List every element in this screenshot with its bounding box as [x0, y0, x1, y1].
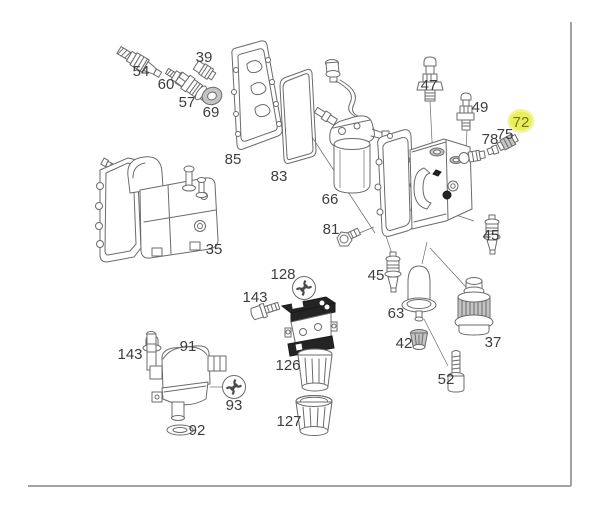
part-label-85[interactable]: 85: [225, 151, 242, 168]
part-label-92[interactable]: 92: [189, 422, 206, 439]
part-83-drawing: [279, 68, 317, 164]
part-35-drawing: [95, 156, 219, 263]
part-81-drawing: [336, 227, 361, 247]
part-85-drawing: [231, 40, 283, 150]
part-label-35[interactable]: 35: [206, 241, 223, 258]
part-66-drawing: [313, 59, 390, 194]
part-label-45-left[interactable]: 45: [368, 267, 385, 284]
main-housing-drawing: [374, 129, 486, 237]
part-label-91[interactable]: 91: [180, 338, 197, 355]
part-label-81[interactable]: 81: [323, 221, 340, 238]
part-label-127[interactable]: 127: [276, 413, 301, 430]
part-label-63[interactable]: 63: [388, 305, 405, 322]
part-label-42[interactable]: 42: [396, 335, 413, 352]
highlight-72[interactable]: [507, 109, 535, 133]
part-label-143-mid[interactable]: 143: [242, 289, 267, 306]
part-42-drawing: [409, 329, 429, 350]
part-label-66[interactable]: 66: [322, 191, 339, 208]
part-label-69[interactable]: 69: [203, 104, 220, 121]
part-label-60[interactable]: 60: [158, 76, 175, 93]
part-label-75[interactable]: 75: [497, 126, 514, 143]
part-45-right-drawing: [483, 214, 501, 255]
part-126-drawing: [280, 296, 338, 392]
part-45-left-drawing: [384, 251, 402, 293]
part-47-drawing: [416, 56, 444, 102]
part-label-83[interactable]: 83: [271, 168, 288, 185]
service-symbol-93: [222, 375, 246, 399]
part-78-drawing: [486, 144, 500, 156]
diagram-frame: [28, 22, 572, 487]
wrench-icon: [295, 279, 313, 297]
part-label-93[interactable]: 93: [226, 397, 243, 414]
part-127-drawing: [295, 395, 333, 436]
part-49-drawing: [456, 92, 475, 131]
part-143-mid-drawing: [250, 301, 281, 321]
part-75-drawing: [496, 133, 519, 152]
part-label-126[interactable]: 126: [275, 357, 300, 374]
part-91-drawing: [146, 331, 227, 421]
part-label-143-left[interactable]: 143: [117, 346, 142, 363]
part-label-45-right[interactable]: 45: [483, 227, 500, 244]
service-symbol-128: [292, 276, 316, 300]
wrench-icon: [225, 378, 243, 396]
part-label-49[interactable]: 49: [472, 99, 489, 116]
part-54-drawing: [116, 46, 163, 78]
part-37-drawing: [454, 277, 494, 336]
part-label-52[interactable]: 52: [438, 371, 455, 388]
part-52-drawing: [447, 350, 465, 393]
part-92-drawing: [166, 424, 194, 436]
part-63-drawing: [401, 265, 437, 322]
part-label-72[interactable]: 72: [513, 114, 530, 131]
part-label-128[interactable]: 128: [270, 266, 295, 283]
part-69-drawing: [201, 86, 223, 106]
part-label-47[interactable]: 47: [421, 77, 438, 94]
part-label-39[interactable]: 39: [196, 49, 213, 66]
part-label-37[interactable]: 37: [485, 334, 502, 351]
part-label-57[interactable]: 57: [179, 94, 196, 111]
part-label-54[interactable]: 54: [133, 63, 150, 80]
highlight-ellipse: [510, 111, 532, 131]
part-label-78[interactable]: 78: [482, 131, 499, 148]
part-39-drawing: [192, 60, 217, 81]
